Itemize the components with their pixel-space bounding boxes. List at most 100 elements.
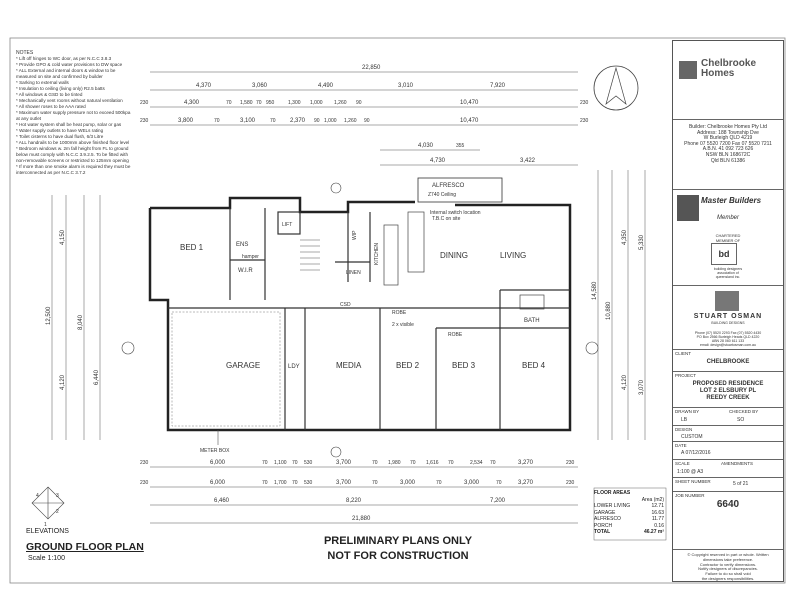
alfresco-ceiling: Z740 Ceiling: [428, 192, 456, 198]
area-row: GARAGE 16.63: [594, 510, 664, 517]
note-item: * Maximum water supply pressure not to e…: [16, 110, 131, 115]
contact-line: Phone (07) 5520 2293 Fax (07) 5520 4430: [694, 331, 762, 335]
area-total-value: 46.27 m²: [643, 529, 664, 535]
room-bed3: BED 3: [452, 361, 476, 370]
stuart-osman-name: STUART OSMAN: [693, 313, 763, 320]
room-ldy: LDY: [288, 364, 300, 370]
dim-top-r5-1: 3,422: [520, 158, 536, 164]
design-label: DESIGN: [675, 427, 693, 432]
job-label: JOB NUMBER: [675, 493, 705, 498]
builder-line: Builder: Chelbrooke Homes Pty Ltd: [688, 124, 768, 130]
prelim-notice-2: NOT FOR CONSTRUCTION: [327, 550, 469, 562]
room-garage: GARAGE: [226, 361, 260, 370]
chartered-section: CHARTERED: [673, 233, 783, 238]
note-item: * ALL handrails to be 1000mm above finis…: [16, 140, 130, 145]
csd-label: CSD: [340, 302, 351, 308]
bd-text: building designers association of queens…: [673, 267, 783, 280]
room-living: LIVING: [500, 251, 526, 260]
dim-bot-r3-1: 8,220: [346, 498, 362, 504]
room-kitchen: KITCHEN: [374, 243, 380, 265]
room-bath: BATH: [524, 318, 540, 324]
dim-top-r3-5: 2,370: [290, 118, 306, 124]
date-value: A 07/12/2016: [681, 450, 711, 456]
dim-bot-r3-0: 6,460: [214, 498, 230, 504]
right-dimension-lines: [597, 170, 646, 440]
bath-tub: [519, 294, 545, 310]
dim-top-r3-3: 3,100: [240, 118, 256, 124]
builder-details: Builder: Chelbrooke Homes Pty Ltd Addres…: [673, 124, 783, 164]
note-item: * All windows & GSD to be tinted: [16, 92, 83, 97]
left-dimension-lines: [51, 195, 101, 440]
bd-logo-icon: bd: [711, 243, 737, 265]
section-markers: [121, 182, 599, 458]
builder-line: A.B.N. 41 092 723 626: [702, 146, 754, 153]
room-robe-2: ROBE: [392, 310, 407, 316]
outer-walls: [148, 196, 572, 432]
room-robe: ROBE: [448, 332, 463, 338]
area-value: 12.71: [651, 503, 664, 509]
builder-line: Phone 07 5520 7200 Fax 07 5520 7211: [684, 140, 772, 147]
room-dining: DINING: [440, 251, 468, 260]
dim-top-r2-0: 230: [140, 100, 149, 106]
area-row: LOWER LIVING 12.71: [594, 503, 664, 510]
dim-bot-r1-2: 70: [262, 460, 268, 466]
note-item: * Provide GPO & cold water provisions to…: [16, 62, 123, 67]
copyright-line: Failure to do so shall void: [705, 571, 751, 577]
areas-table-frame: [593, 487, 667, 541]
dim-bot-r2-8: 3,000: [400, 480, 416, 486]
note-item: * All shower roses to be AAA rated: [16, 104, 86, 109]
dim-top-r2-7: 1,000: [310, 100, 323, 106]
area-name: GARAGE: [594, 509, 616, 516]
builder-line: NSW BLN 168672C: [705, 151, 751, 158]
dim-bot-r1-15: 230: [566, 460, 575, 466]
dim-top-r3-1: 3,800: [178, 118, 194, 124]
dim-top-r3-2: 70: [214, 118, 220, 124]
project-label: PROJECT: [675, 373, 697, 378]
dim-right-overall: 14,580: [592, 281, 598, 300]
room-wir: W.I.R: [238, 268, 253, 274]
elevation-compass: [31, 486, 65, 520]
dim-bot-r1-1: 6,000: [210, 460, 226, 466]
dim-right-a: 10,880: [606, 301, 612, 320]
note-item: interconnected as per N.C.C 3.7.2: [16, 170, 86, 175]
garage-slab: [171, 311, 281, 427]
dim-top-r1-4: 7,920: [490, 83, 506, 89]
master-builders-section: Master Builders Member: [673, 193, 783, 229]
room-bed2: BED 2: [396, 361, 420, 370]
general-notes: NOTES * Lift off hinges to WC door, as p…: [16, 50, 151, 176]
sheet-label: SHEET NUMBER: [675, 479, 711, 484]
dim-bot-r2-13: 230: [566, 480, 575, 486]
note-item: * Toilet cisterns to have dual flush, 6/…: [16, 134, 104, 139]
dim-bot-r2-4: 70: [292, 480, 298, 486]
area-value: 0.16: [654, 522, 664, 529]
bd-line: building designers: [713, 267, 743, 271]
dim-left-c: 8,040: [78, 314, 84, 330]
project-line: LOT 2 ELSBURY PL: [699, 388, 757, 394]
room-alfresco: ALFRESCO: [432, 183, 465, 189]
dim-right-e: 3,070: [639, 379, 645, 395]
dim-bot-r1-5: 530: [304, 460, 313, 466]
room-linen: LINEN: [346, 270, 361, 276]
note-item: * Water supply outlets to have WELs rati…: [16, 128, 104, 133]
dim-top-r3-0: 230: [140, 118, 149, 124]
client-value: CHELBROOKE: [706, 359, 750, 365]
dim-top-r2-8: 1,260: [334, 100, 347, 106]
stairs: [300, 239, 320, 271]
copyright-line: Contractor to verify dimensions.: [699, 561, 757, 567]
contact-line: PO Box 2566 Burleigh Heads QLD 4220: [696, 335, 760, 339]
dim-bot-r1-14: 3,270: [518, 460, 534, 466]
note-item: * Insulation to ceiling (living only) R2…: [16, 86, 105, 91]
internal-walls: [168, 208, 570, 430]
copyright-line: the designers responsibilities.: [701, 575, 755, 581]
dim-top-r1-0: 4,370: [196, 83, 212, 89]
brand-section: Chelbrooke Homes: [673, 55, 783, 85]
checked-by-value: SO: [737, 417, 745, 423]
dim-bot-r1-10: 1,616: [426, 460, 439, 466]
dim-top-r2-6: 1,300: [288, 100, 301, 106]
note-item: * Hot water system shall be heat pump, s…: [16, 122, 122, 127]
room-media: MEDIA: [336, 361, 362, 370]
drawn-by-label: DRAWN BY: [675, 409, 700, 414]
dim-top-r2-9: 90: [356, 100, 362, 106]
dim-bot-r1-6: 3,700: [336, 460, 352, 466]
